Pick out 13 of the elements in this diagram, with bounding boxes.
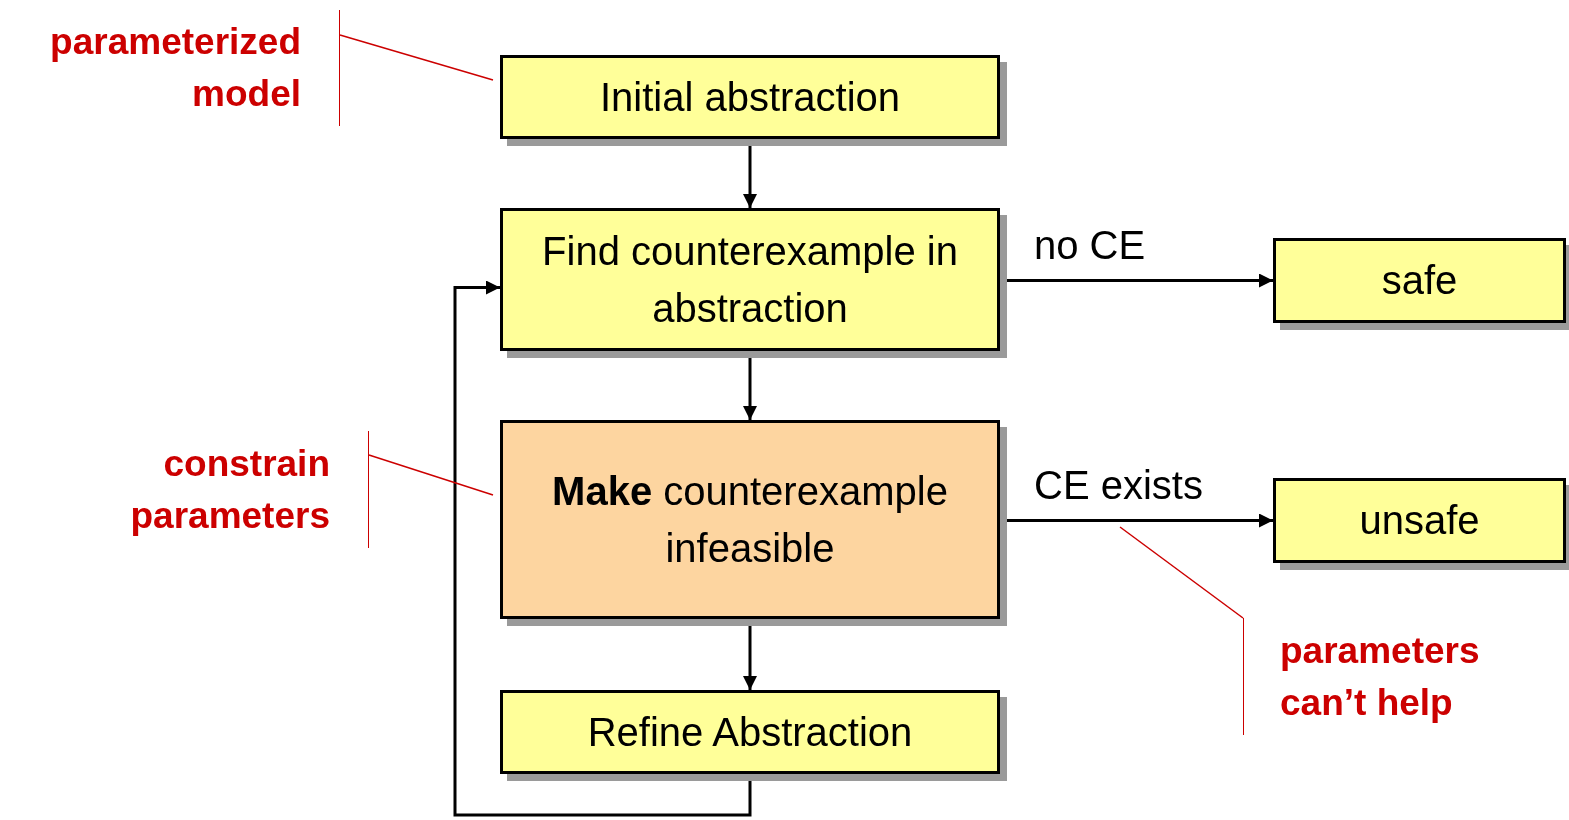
node-label: Make counterexample infeasible [551, 467, 949, 572]
arrow [453, 280, 752, 817]
leader-line [339, 34, 494, 81]
annotation-text: parameters can’t help [1280, 628, 1481, 725]
node-label: Find counterexample in abstraction [541, 227, 959, 332]
leader-line [368, 454, 494, 496]
annotation-text: parameterized model [49, 20, 301, 116]
node-label: safe [1381, 257, 1458, 304]
annotation-text: constrain parameters [129, 441, 330, 538]
node-label: Initial abstraction [599, 73, 901, 121]
node-label: unsafe [1359, 497, 1480, 544]
node-label: Refine Abstraction [587, 708, 913, 756]
leader-line [1119, 526, 1244, 619]
